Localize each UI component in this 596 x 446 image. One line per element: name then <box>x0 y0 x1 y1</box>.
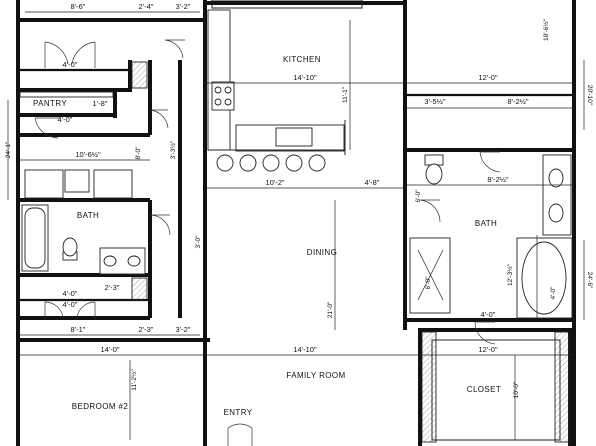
family-room-label: FAMILY ROOM <box>286 371 345 380</box>
dim-bottom-3-2: 3'-2" <box>176 325 191 334</box>
closet-label: CLOSET <box>467 385 501 394</box>
dim-right-8-2-top: 8'-2½" <box>507 97 529 106</box>
right-bath-fixtures <box>409 154 573 443</box>
dim-bath-right-6-0: 6'-0" <box>415 189 422 203</box>
pantry-label: PANTRY <box>33 99 67 108</box>
dim-bottom-2-3: 2'-3" <box>139 325 154 334</box>
dim-lower-left-4-0: 4'-0" <box>63 289 78 298</box>
dim-far-right-20-10: 20'-10" <box>586 85 593 106</box>
dim-kitchen-depth: 11'-1" <box>342 86 349 103</box>
dim-dining-4-8: 4'-8" <box>365 178 380 187</box>
dim-lower-2-3: 2'-3" <box>105 283 120 292</box>
kitchen-label: KITCHEN <box>283 55 321 64</box>
dim-closet-12-0: 12'-0" <box>478 345 497 354</box>
doors <box>34 39 501 446</box>
walls <box>16 0 576 446</box>
dim-top-right-18: 18'-6½" <box>542 18 550 41</box>
dim-bottom-14-10: 14'-10" <box>293 345 317 354</box>
dim-pantry-4-0: 4'-0" <box>58 115 73 124</box>
dining-label: DINING <box>307 248 337 257</box>
dim-right-3-5: 3'-5½" <box>424 97 446 106</box>
dim-bath-right-12-3: 12'-3½" <box>506 263 514 286</box>
dim-bath-3-3: 3'-3½" <box>169 140 177 159</box>
dim-bottom-14-0: 14'-0" <box>100 345 119 354</box>
dimension-lines <box>7 11 585 440</box>
dim-bottom-8-1: 8'-1" <box>71 325 86 334</box>
dim-bath-right-6-0b: 6'-0" <box>425 276 432 290</box>
dim-top-2-4: 2'-4" <box>139 2 154 11</box>
dim-lower-4-0: 4'-0" <box>63 300 78 309</box>
entry-label: ENTRY <box>224 408 253 417</box>
dim-bedroom-11-2: 11'-2½" <box>130 369 138 391</box>
dim-right-8-2-mid: 8'-2½" <box>487 175 509 184</box>
left-bath-fixtures <box>19 61 148 301</box>
dim-far-right-24: 24'-6" <box>586 272 593 289</box>
dim-closet-10-0: 10'-0" <box>513 381 520 398</box>
bath-left-label: BATH <box>77 211 99 220</box>
dim-dining-3-0: 3'-0" <box>195 235 202 249</box>
dim-dining-10-2: 10'-2" <box>265 178 284 187</box>
dim-top-8-6: 8'-6" <box>71 2 86 11</box>
dim-pantry-1-8: 1'-8" <box>93 99 108 108</box>
kitchen-fixtures <box>207 9 346 172</box>
bedroom-label: BEDROOM #2 <box>72 402 129 411</box>
dim-kitchen-width: 14'-10" <box>293 73 317 82</box>
dim-dining-21-0: 21'-0" <box>327 301 334 318</box>
dim-top-3-2: 3'-2" <box>176 2 191 11</box>
bath-right-label: BATH <box>475 219 497 228</box>
dim-bath-right-4-0: 4'-0" <box>550 286 557 300</box>
dim-bath-8-0: 8'-0" <box>135 146 142 160</box>
dim-far-left-24-1: 24'-1" <box>5 141 12 158</box>
dim-closet-4-0: 4'-0" <box>481 310 496 319</box>
dim-right-12-0-top: 12'-0" <box>478 73 497 82</box>
dim-left-4-0-upper: 4'-0" <box>63 60 78 69</box>
dim-bath-10-6: 10'-6½" <box>75 150 101 159</box>
